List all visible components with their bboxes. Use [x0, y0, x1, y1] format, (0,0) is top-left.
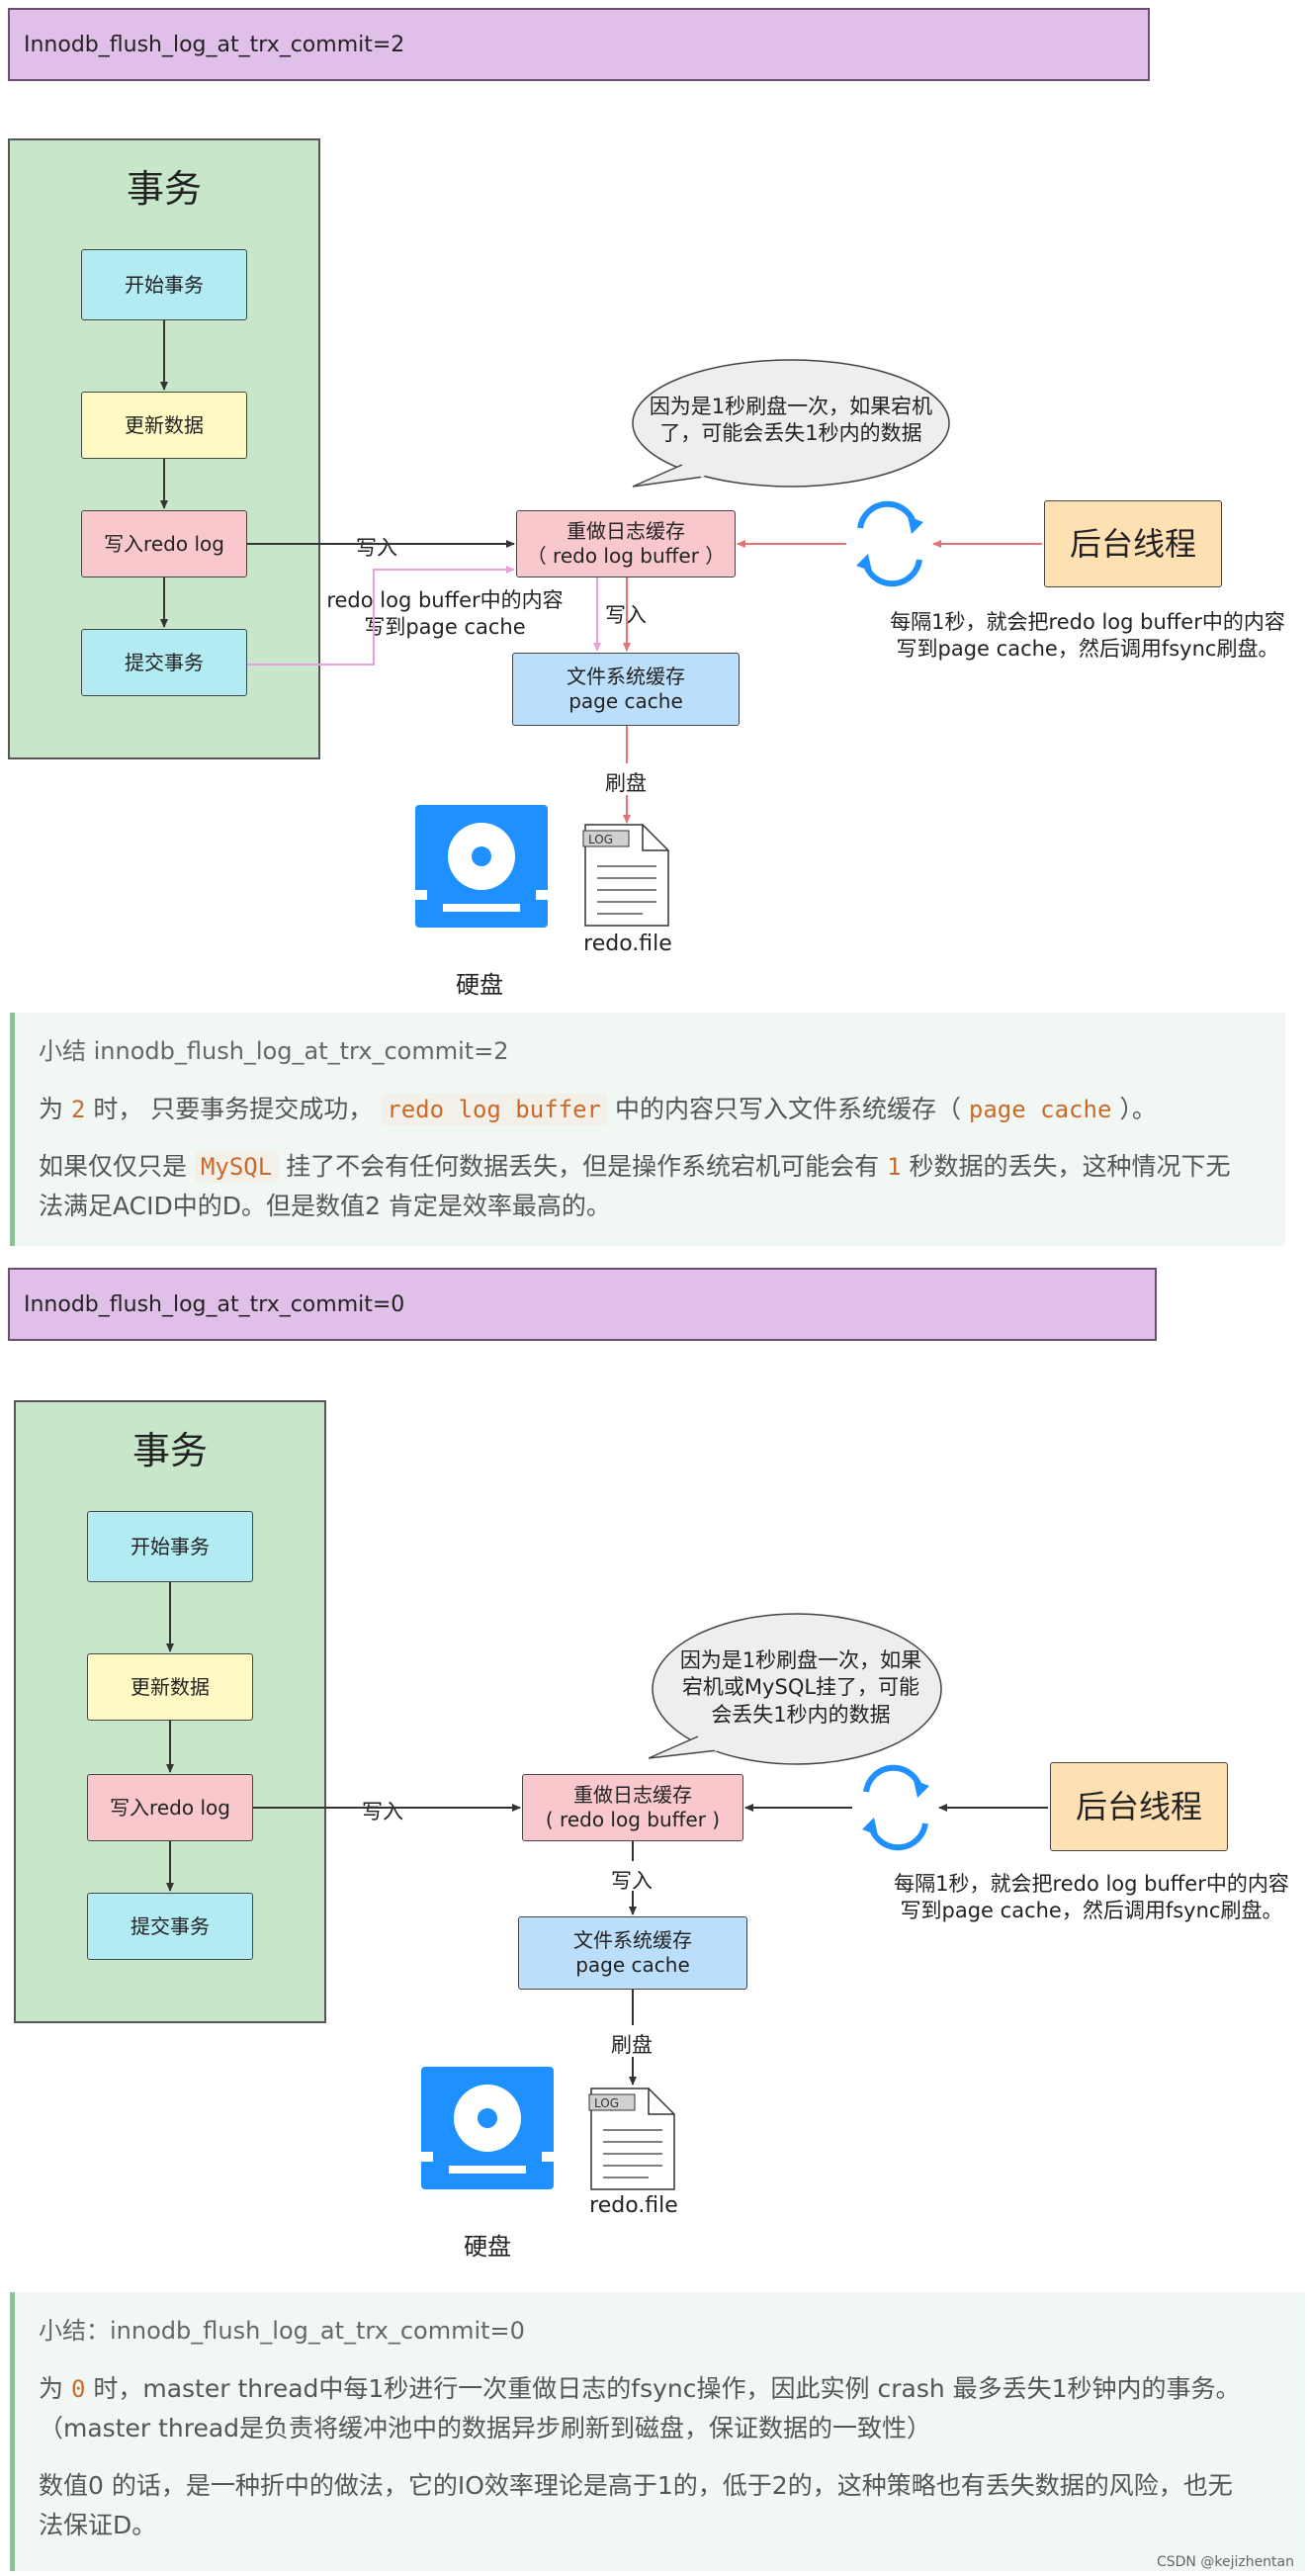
bubble-front-line2: 了，可能会丢失1秒内的数据	[659, 421, 922, 446]
section1-transaction-title: 事务	[126, 167, 202, 211]
redo-buffer-line1: 重做日志缓存	[573, 1783, 692, 1807]
section1-disk-label: 硬盘	[456, 971, 503, 999]
section2-step-write-redo: 写入redo log	[87, 1774, 253, 1841]
summary1-paragraph1: 为 2 时， 只要事务提交成功， redo log buffer 中的内容只写入…	[39, 1094, 1157, 1126]
section2-header: Innodb_flush_log_at_trx_commit=0	[8, 1268, 1157, 1341]
section1-flush-label: 刷盘	[605, 771, 647, 795]
section1-file-label: redo.file	[583, 932, 672, 956]
redo-buffer-line2: ( redo log buffer )	[545, 1808, 721, 1831]
section2-transaction-title: 事务	[131, 1429, 208, 1472]
page-cache-line2: page cache	[575, 1953, 690, 1977]
section1-background-note: 每隔1秒，就会把redo log buffer中的内容 写到page cache…	[870, 609, 1305, 664]
section2-bubble-text-front: 因为是1秒刷盘一次，如果 宕机或MySQL挂了，可能 会丢失1秒内的数据	[653, 1647, 949, 1729]
section2-write-label2: 写入	[611, 1869, 653, 1893]
summary2-paragraph2: 数值0 的话，是一种折中的做法，它的IO效率理论是高于1的，低于2的，这种策略也…	[39, 2471, 1233, 2540]
section1-step-write-redo: 写入redo log	[81, 510, 247, 577]
bg-note-line2: 写到page cache，然后调用fsync刷盘。	[900, 1899, 1283, 1923]
section1-write-label: 写入	[356, 536, 397, 560]
section2-refresh-cycle-icon	[862, 1764, 929, 1851]
bubble-front-line1: 因为是1秒刷盘一次，如果	[679, 1648, 922, 1672]
section1-bubble-text-front: 因为是1秒刷盘一次，如果宕机 了，可能会丢失1秒内的数据	[633, 394, 949, 448]
bg-note-line1: 每隔1秒，就会把redo log buffer中的内容	[894, 1872, 1289, 1896]
summary1-paragraph2: 如果仅仅只是 MySQL 挂了不会有任何数据丢失，但是操作系统宕机可能会有 1 …	[39, 1151, 1231, 1221]
section2-background-thread: 后台线程	[1050, 1762, 1228, 1851]
section1-hard-disk-icon	[415, 805, 548, 928]
bubble-front-line3: 会丢失1秒内的数据	[711, 1702, 891, 1727]
commit-note-line1: redo log buffer中的内容	[326, 588, 564, 612]
watermark: CSDN @kejizhentan	[1156, 2554, 1294, 2570]
summary1-title: 小结 innodb_flush_log_at_trx_commit=2	[39, 1037, 509, 1065]
section2-background-note: 每隔1秒，就会把redo log buffer中的内容 写到page cache…	[874, 1871, 1308, 1925]
section1-redo-log-buffer: 重做日志缓存 （ redo log buffer ）	[516, 510, 736, 577]
section2-page-cache: 文件系统缓存 page cache	[518, 1916, 747, 1990]
redo-buffer-line2: （ redo log buffer ）	[526, 544, 726, 568]
summary2-block: 小结：innodb_flush_log_at_trx_commit=0 为 0 …	[10, 2292, 1305, 2571]
section1-step-commit: 提交事务	[81, 629, 247, 696]
section2-step-start: 开始事务	[87, 1511, 253, 1582]
section1-step-start: 开始事务	[81, 249, 247, 320]
section2-file-label: redo.file	[589, 2193, 678, 2218]
page-cache-line1: 文件系统缓存	[573, 1928, 692, 1952]
section2-step-commit: 提交事务	[87, 1893, 253, 1960]
bubble-front-line1: 因为是1秒刷盘一次，如果宕机	[649, 395, 933, 418]
section2-write-label: 写入	[362, 1800, 403, 1823]
section1-refresh-cycle-icon	[856, 500, 923, 587]
section1-commit-note: redo log buffer中的内容 写到page cache	[321, 587, 568, 642]
page-cache-line1: 文件系统缓存	[567, 665, 685, 688]
section1-step-update: 更新数据	[81, 392, 247, 459]
section2-flush-label: 刷盘	[611, 2033, 653, 2057]
summary1-block: 小结 innodb_flush_log_at_trx_commit=2 为 2 …	[10, 1013, 1285, 1246]
summary2-paragraph1: 为 0 时，master thread中每1秒进行一次重做日志的fsync操作，…	[39, 2374, 1241, 2443]
bubble-front-line2: 宕机或MySQL挂了，可能	[681, 1675, 920, 1700]
section2-redo-log-buffer: 重做日志缓存 ( redo log buffer )	[522, 1774, 743, 1841]
section1-page-cache: 文件系统缓存 page cache	[512, 653, 740, 726]
page-cache-line2: page cache	[568, 689, 683, 713]
section2-file-tag-front: LOG	[594, 2096, 620, 2110]
section2-hard-disk-icon	[421, 2067, 554, 2189]
bg-note-line1: 每隔1秒，就会把redo log buffer中的内容	[890, 610, 1285, 634]
section2-disk-label: 硬盘	[464, 2233, 511, 2261]
summary2-title: 小结：innodb_flush_log_at_trx_commit=0	[39, 2317, 525, 2345]
section1-file-tag-front: LOG	[588, 833, 614, 846]
commit-note-line2: 写到page cache	[364, 615, 526, 640]
section1-write-label2: 写入	[605, 603, 647, 627]
section1-header: Innodb_flush_log_at_trx_commit=2	[8, 8, 1150, 81]
section2-step-update: 更新数据	[87, 1653, 253, 1721]
bg-note-line2: 写到page cache，然后调用fsync刷盘。	[896, 637, 1279, 662]
section1-background-thread: 后台线程	[1044, 500, 1222, 587]
redo-buffer-line1: 重做日志缓存	[567, 519, 685, 543]
